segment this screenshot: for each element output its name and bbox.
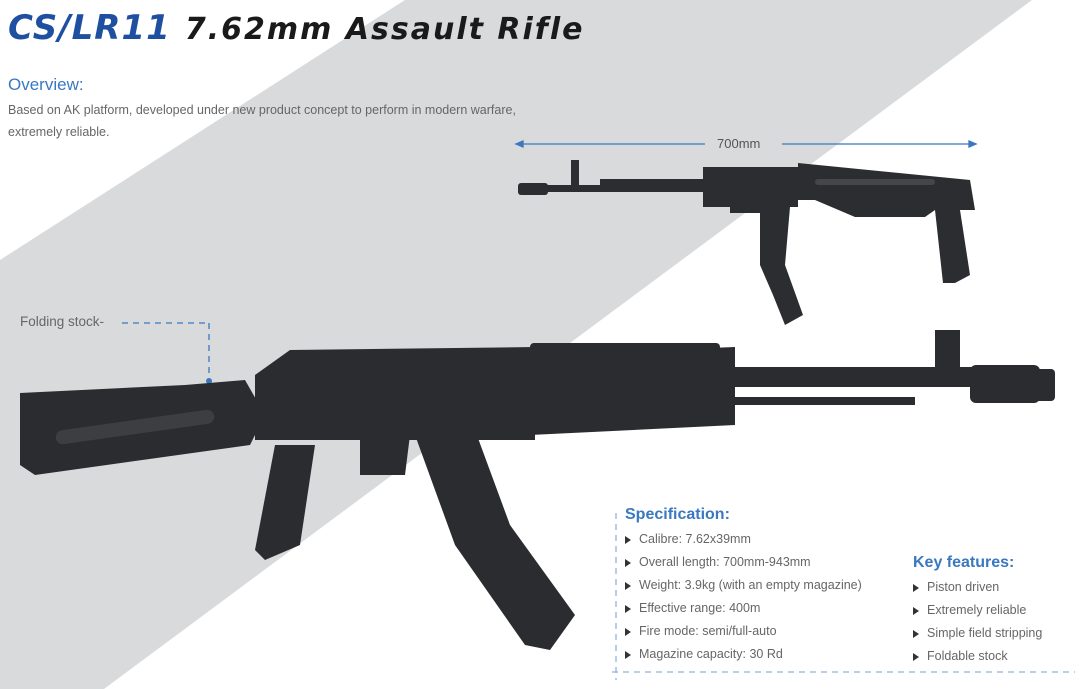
bullet-triangle-icon <box>913 652 919 661</box>
bullet-triangle-icon <box>913 583 919 592</box>
list-item: Foldable stock <box>913 645 1042 668</box>
spec-text: Fire mode: semi/full-auto <box>639 624 777 638</box>
overview-heading: Overview: <box>8 75 84 94</box>
folded-rifle-image <box>518 160 975 325</box>
bullet-triangle-icon <box>625 535 631 544</box>
overview-text: Based on AK platform, developed under ne… <box>8 103 516 139</box>
dimension-label: 700mm <box>717 136 761 151</box>
key-features-heading: Key features: <box>913 554 1015 571</box>
bullet-triangle-icon <box>625 627 631 636</box>
spec-text: Overall length: 700mm-943mm <box>639 555 811 569</box>
specification-heading: Specification: <box>625 506 730 523</box>
page-title: CS/LR11 7.62mm Assault Rifle <box>8 8 584 48</box>
feature-text: Simple field stripping <box>927 626 1043 640</box>
list-item: Fire mode: semi/full-auto <box>625 620 862 643</box>
list-item: Magazine capacity: 30 Rd <box>625 643 862 666</box>
key-features-list: Piston driven Extremely reliable Simple … <box>913 576 1042 668</box>
title-text: 7.62mm Assault Rifle <box>184 12 585 47</box>
bullet-triangle-icon <box>625 650 631 659</box>
specification-list: Calibre: 7.62x39mm Overall length: 700mm… <box>625 528 862 666</box>
bullet-triangle-icon <box>913 629 919 638</box>
list-item: Extremely reliable <box>913 599 1042 622</box>
bullet-triangle-icon <box>625 581 631 590</box>
bullet-triangle-icon <box>625 558 631 567</box>
spec-text: Calibre: 7.62x39mm <box>639 532 751 546</box>
spec-text: Magazine capacity: 30 Rd <box>639 647 783 661</box>
list-item: Overall length: 700mm-943mm <box>625 551 862 574</box>
folding-stock-label: Folding stock- <box>20 314 105 329</box>
list-item: Effective range: 400m <box>625 597 862 620</box>
bullet-triangle-icon <box>625 604 631 613</box>
feature-text: Piston driven <box>927 580 1000 594</box>
feature-text: Foldable stock <box>927 649 1008 663</box>
spec-text: Effective range: 400m <box>639 601 761 615</box>
spec-frame <box>612 513 1075 680</box>
model-name: CS/LR11 <box>8 8 171 48</box>
feature-text: Extremely reliable <box>927 603 1027 617</box>
rifle-image <box>20 330 1055 650</box>
spec-text: Weight: 3.9kg (with an empty magazine) <box>639 578 862 592</box>
dimension-arrow <box>514 140 978 148</box>
callout-line <box>122 322 210 378</box>
list-item: Simple field stripping <box>913 622 1042 645</box>
list-item: Calibre: 7.62x39mm <box>625 528 862 551</box>
list-item: Weight: 3.9kg (with an empty magazine) <box>625 574 862 597</box>
list-item: Piston driven <box>913 576 1042 599</box>
bullet-triangle-icon <box>913 606 919 615</box>
